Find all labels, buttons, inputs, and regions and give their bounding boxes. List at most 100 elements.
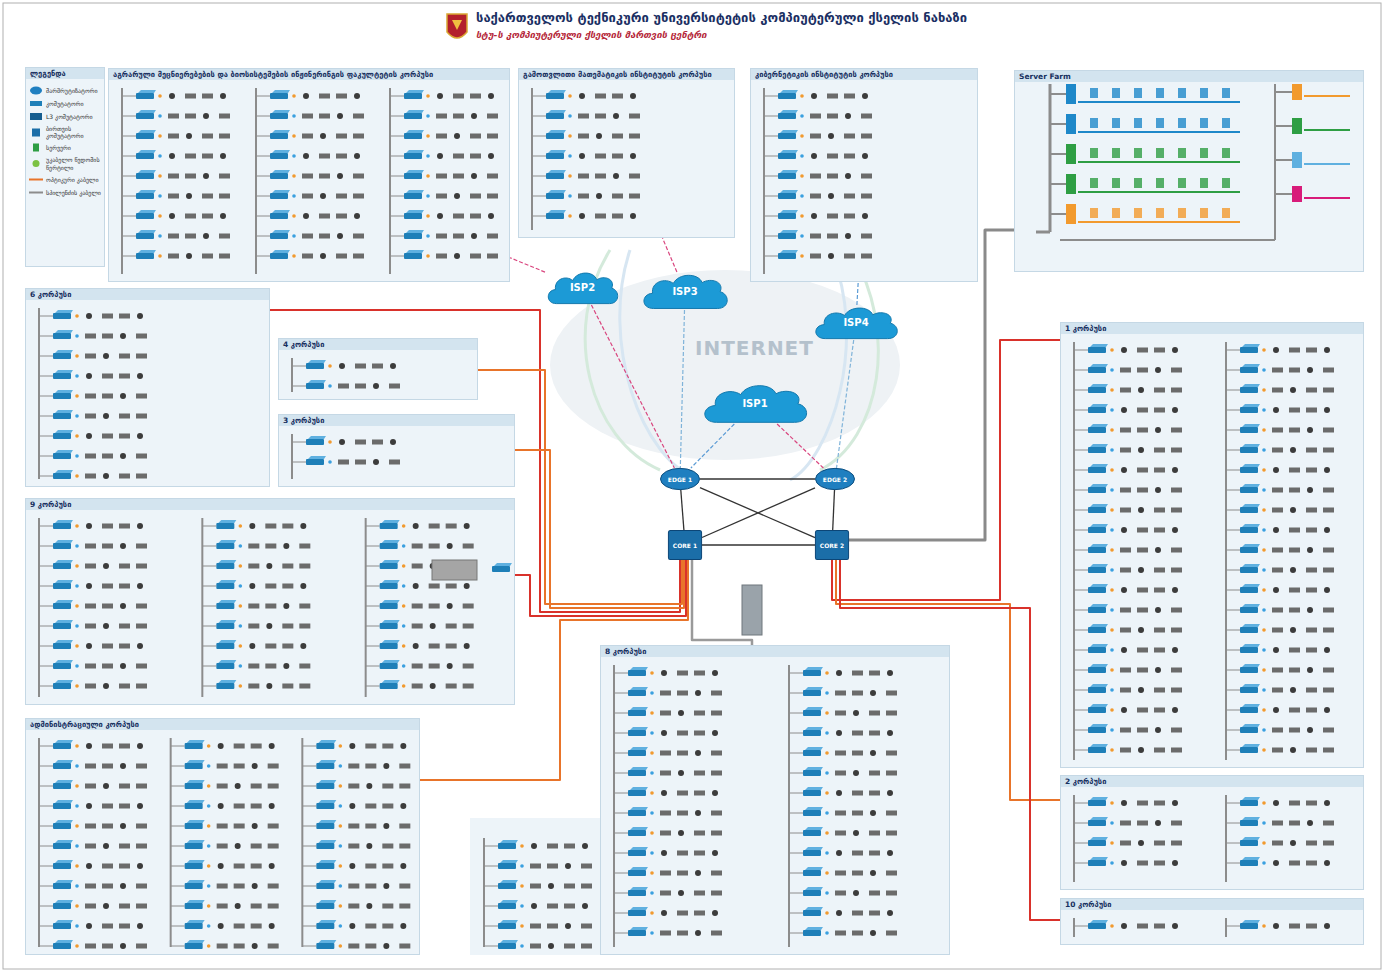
- panel-ground: [1060, 322, 1364, 768]
- port-dot: [1262, 368, 1266, 372]
- network-link: [591, 305, 674, 468]
- cable-line: [366, 666, 380, 667]
- host-symbol: [711, 831, 722, 836]
- switch-symbol-top: [218, 660, 236, 663]
- phone-symbol: [579, 213, 585, 219]
- phone-symbol: [661, 670, 667, 676]
- cable-line: [789, 793, 803, 794]
- switch-symbol-top: [187, 840, 205, 843]
- port-dot: [207, 904, 211, 908]
- port-dot: [292, 194, 296, 198]
- host-symbol: [1137, 548, 1148, 553]
- host-symbol: [530, 944, 541, 949]
- phone-symbol: [186, 253, 192, 259]
- port-dot: [402, 564, 406, 568]
- host-symbol: [578, 134, 589, 139]
- switch-symbol: [1240, 527, 1258, 533]
- phone-symbol: [269, 923, 275, 929]
- legend-row: ოპტიკური კაბელი: [29, 175, 101, 184]
- switch-symbol-top: [805, 747, 823, 750]
- phone-symbol: [103, 903, 109, 909]
- host-symbol: [136, 624, 147, 629]
- host-symbol: [85, 824, 96, 829]
- switch-symbol: [1088, 367, 1106, 373]
- switch-symbol-top: [494, 563, 512, 566]
- port-dot: [520, 924, 524, 928]
- phone-symbol: [1273, 467, 1279, 473]
- phone-symbol: [613, 173, 619, 179]
- host-symbol: [365, 924, 376, 929]
- switch-symbol-top: [272, 150, 290, 153]
- port-dot: [1110, 508, 1114, 512]
- host-symbol: [399, 764, 410, 769]
- phone-symbol: [1121, 707, 1127, 713]
- host-symbol: [1137, 708, 1148, 713]
- host-symbol: [446, 624, 457, 629]
- switch-symbol: [1240, 707, 1258, 713]
- cloud-outline: [705, 386, 807, 423]
- port-dot: [292, 134, 296, 138]
- phone-symbol: [120, 453, 126, 459]
- host-symbol: [119, 804, 130, 809]
- phone-symbol: [366, 903, 372, 909]
- cable-line: [366, 526, 380, 527]
- port-dot: [825, 671, 829, 675]
- port-dot: [650, 791, 654, 795]
- cable-line: [614, 873, 628, 874]
- host-symbol: [219, 234, 230, 239]
- panel-title: გამოთვლითი მათემატიკის ინსტიტუტის კორპუს…: [519, 69, 734, 80]
- phone-symbol: [252, 763, 258, 769]
- switch-symbol-top: [1090, 464, 1108, 467]
- core-outline: [668, 531, 701, 560]
- cable-line: [1074, 470, 1088, 471]
- host-symbol: [711, 811, 722, 816]
- host-symbol: [102, 944, 113, 949]
- host-symbol: [365, 824, 376, 829]
- port-dot: [1262, 748, 1266, 752]
- server-symbol: [1200, 208, 1208, 218]
- diagram-title: საქართველოს ტექნიკური უნივერსიტეტის კომპ…: [476, 10, 967, 25]
- host-symbol: [453, 114, 464, 119]
- host-symbol: [85, 414, 96, 419]
- server-rack: [1066, 84, 1076, 104]
- cable-line: [39, 646, 53, 647]
- host-symbol: [168, 174, 179, 179]
- phone-symbol: [1172, 347, 1178, 353]
- host-symbol: [852, 751, 863, 756]
- cable-line: [39, 766, 53, 767]
- panel-title: ლეგენდა: [26, 68, 104, 79]
- legend-sample: [29, 175, 43, 184]
- port-dot: [650, 751, 654, 755]
- network-link: [700, 488, 815, 538]
- cable-line: [1226, 430, 1240, 431]
- host-symbol: [1120, 688, 1131, 693]
- switch-symbol-top: [805, 727, 823, 730]
- port-dot: [568, 214, 572, 218]
- port-dot: [402, 584, 406, 588]
- switch-symbol-top: [548, 170, 566, 173]
- phone-symbol: [531, 843, 537, 849]
- port-dot: [1262, 468, 1266, 472]
- host-symbol: [1137, 428, 1148, 433]
- switch-symbol: [404, 233, 422, 239]
- host-symbol: [319, 234, 330, 239]
- switch-symbol: [1088, 707, 1106, 713]
- switch-symbol-top: [500, 860, 518, 863]
- switch-symbol: [1088, 840, 1106, 846]
- switch-symbol-top: [1242, 664, 1260, 667]
- host-symbol: [694, 711, 705, 716]
- host-symbol: [869, 791, 880, 796]
- phone-symbol: [430, 623, 436, 629]
- host-symbol: [251, 784, 262, 789]
- host-symbol: [265, 664, 276, 669]
- host-symbol: [547, 864, 558, 869]
- panel-ground: [25, 498, 515, 705]
- legend-l3-switch: [30, 113, 42, 120]
- port-dot: [1110, 628, 1114, 632]
- switch-symbol: [1240, 447, 1258, 453]
- port-dot: [825, 931, 829, 935]
- phone-symbol: [1290, 387, 1296, 393]
- switch-symbol-top: [138, 90, 156, 93]
- cable-line: [1074, 630, 1088, 631]
- cable-line: [484, 886, 498, 887]
